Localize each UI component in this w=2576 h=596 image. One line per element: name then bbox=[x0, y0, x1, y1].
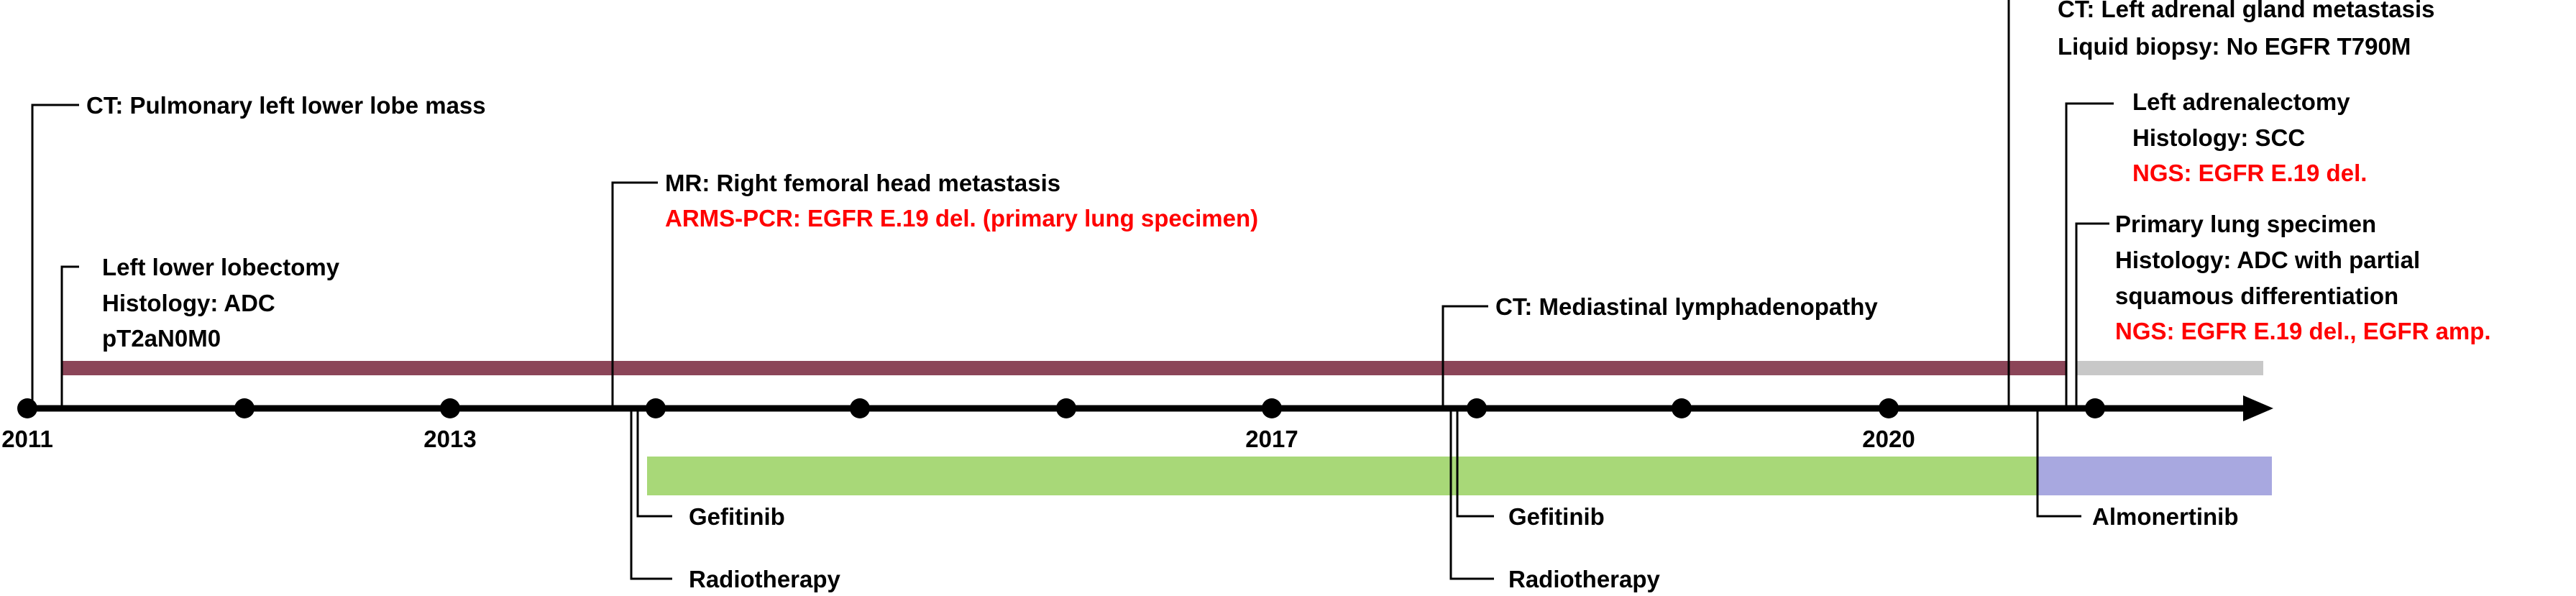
timeline-arrowhead bbox=[2243, 395, 2273, 421]
connector-radiotherapy-1 bbox=[630, 408, 672, 580]
year-label-2020: 2020 bbox=[1862, 426, 1915, 452]
event-primary-lung-differentiation: squamous differentiation bbox=[2115, 283, 2398, 309]
timeline-dot bbox=[2085, 398, 2105, 418]
event-primary-lung-ngs: NGS: EGFR E.19 del., EGFR amp. bbox=[2115, 318, 2491, 344]
connector-lobectomy bbox=[60, 265, 79, 408]
event-lobectomy-histology: Histology: ADC bbox=[102, 290, 275, 316]
timeline-dot bbox=[1056, 398, 1076, 418]
connector-gefitinib-1 bbox=[636, 408, 672, 518]
gefitinib-treatment-bar bbox=[647, 457, 2038, 495]
treatment-gefitinib-1: Gefitinib bbox=[689, 503, 785, 530]
event-primary-lung-histology: Histology: ADC with partial bbox=[2115, 247, 2420, 273]
event-liquid-biopsy: Liquid biopsy: No EGFR T790M bbox=[2058, 33, 2411, 60]
event-adrenalectomy-title: Left adrenalectomy bbox=[2132, 88, 2350, 115]
timeline-dot bbox=[1672, 398, 1692, 418]
event-ct-mediastinal: CT: Mediastinal lymphadenopathy bbox=[1495, 293, 1878, 320]
event-mr-femoral: MR: Right femoral head metastasis bbox=[665, 170, 1060, 196]
connector-ct-mediastinal bbox=[1441, 305, 1488, 408]
year-label-2011: 2011 bbox=[1, 426, 53, 452]
connector-ct-pulmonary bbox=[31, 104, 79, 408]
timeline-dot bbox=[1262, 398, 1282, 418]
event-lobectomy-stage: pT2aN0M0 bbox=[102, 325, 221, 352]
connector-mr-femoral bbox=[611, 181, 658, 408]
timeline-dot bbox=[1879, 398, 1899, 418]
event-lobectomy-title: Left lower lobectomy bbox=[102, 254, 340, 280]
treatment-radiotherapy-1: Radiotherapy bbox=[689, 566, 841, 592]
event-primary-lung-title: Primary lung specimen bbox=[2115, 211, 2376, 237]
event-ct-pulmonary: CT: Pulmonary left lower lobe mass bbox=[86, 92, 486, 119]
almonertinib-treatment-bar bbox=[2038, 457, 2272, 495]
event-arms-pcr: ARMS-PCR: EGFR E.19 del. (primary lung s… bbox=[665, 205, 1258, 231]
period-bar-surgery bbox=[62, 361, 2066, 375]
timeline-dot bbox=[850, 398, 870, 418]
treatment-connectors bbox=[630, 408, 2081, 580]
event-ct-adrenal: CT: Left adrenal gland metastasis bbox=[2058, 0, 2434, 22]
connector-gefitinib-2 bbox=[1456, 408, 1494, 518]
timeline-dot bbox=[234, 398, 255, 418]
timeline-dots bbox=[17, 398, 2105, 418]
treatment-gefitinib-2: Gefitinib bbox=[1508, 503, 1605, 530]
connector-primary-lung bbox=[2075, 222, 2109, 408]
treatment-radiotherapy-2: Radiotherapy bbox=[1508, 566, 1661, 592]
treatment-almonertinib: Almonertinib bbox=[2092, 503, 2239, 530]
timeline-dot bbox=[1467, 398, 1487, 418]
event-connectors bbox=[31, 0, 2114, 408]
timeline-dot bbox=[17, 398, 37, 418]
year-label-2017: 2017 bbox=[1245, 426, 1298, 452]
event-adrenalectomy-histology: Histology: SCC bbox=[2132, 124, 2305, 151]
connector-adrenalectomy bbox=[2065, 102, 2114, 408]
timeline-dot bbox=[646, 398, 666, 418]
event-adrenalectomy-ngs: NGS: EGFR E.19 del. bbox=[2132, 160, 2367, 186]
connector-radiotherapy-2 bbox=[1449, 408, 1494, 580]
year-label-2013: 2013 bbox=[423, 426, 476, 452]
connector-almonertinib bbox=[2036, 408, 2081, 518]
timeline-dot bbox=[440, 398, 460, 418]
period-bar-gray bbox=[2076, 361, 2263, 375]
